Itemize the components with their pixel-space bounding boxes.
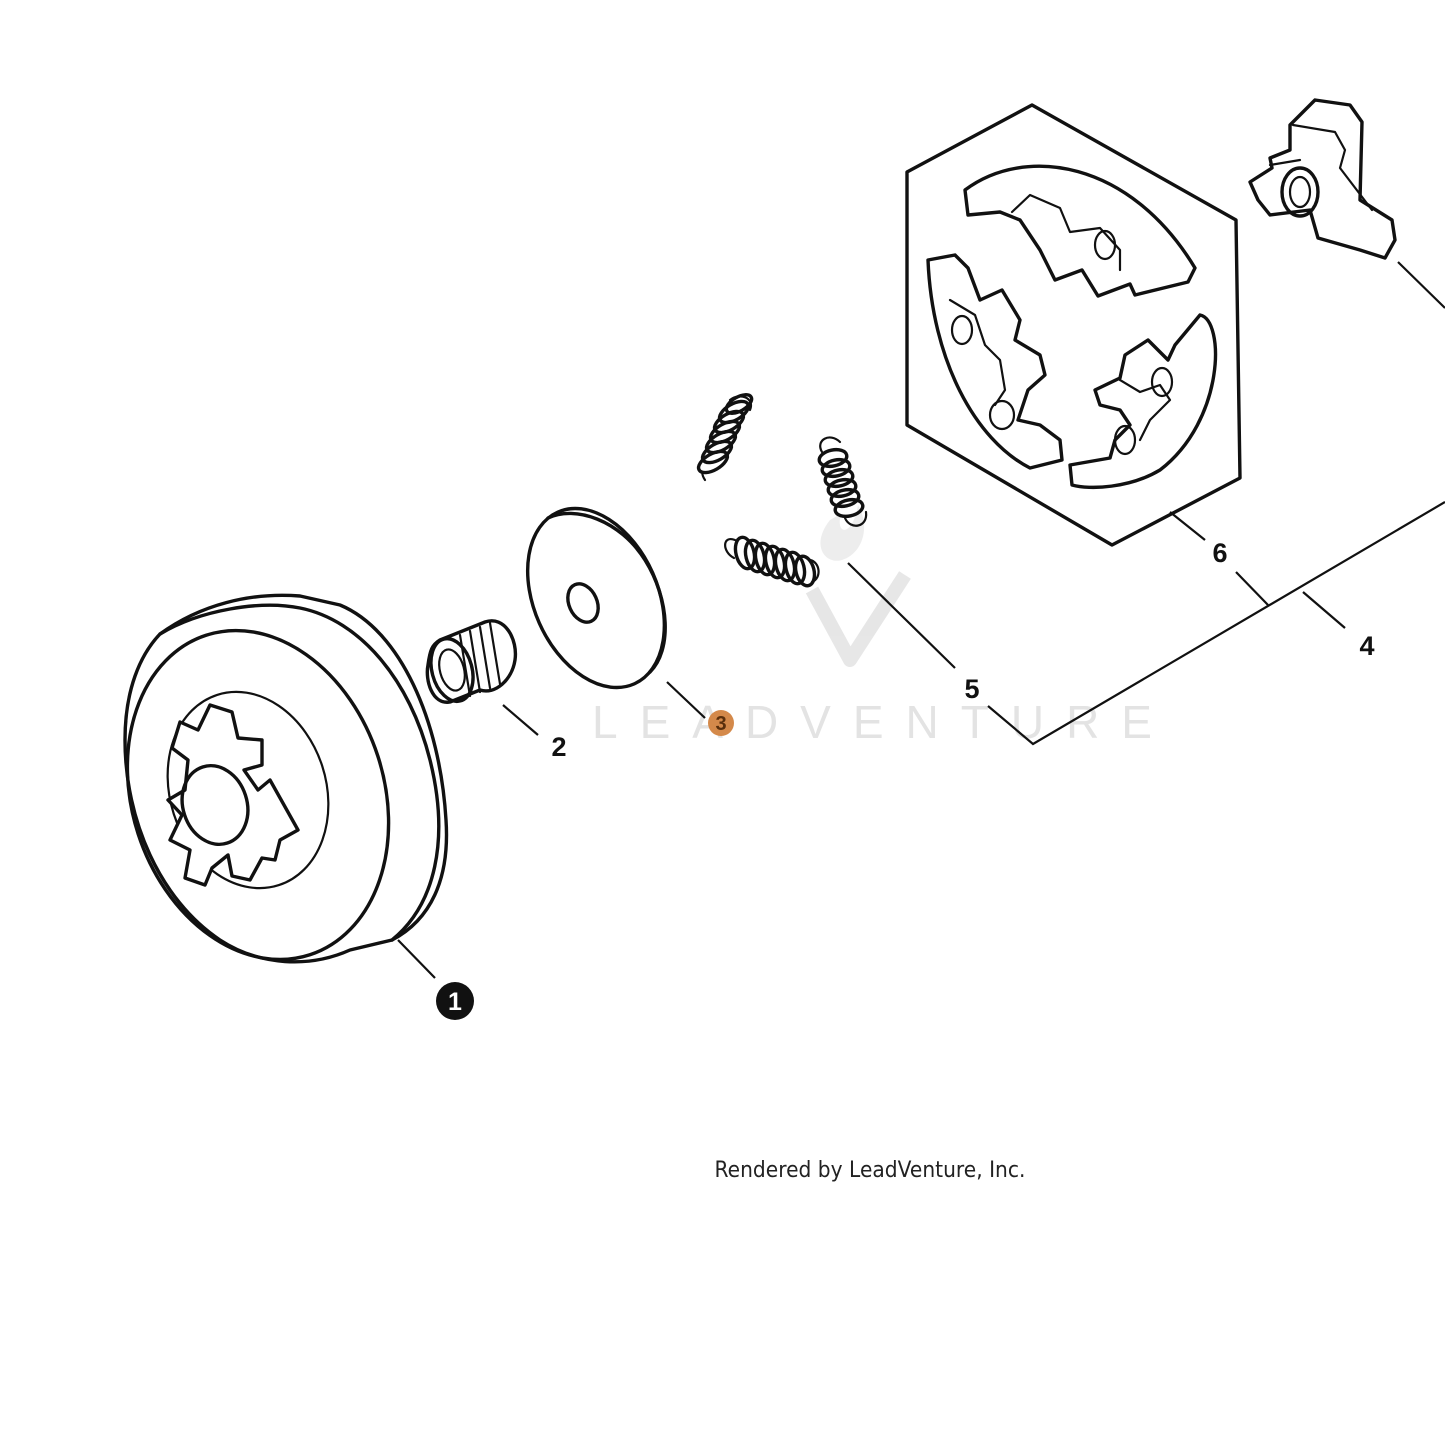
leader-lines (397, 261, 1445, 979)
clutch-hub-part[interactable] (1248, 98, 1397, 260)
clutch-drum-part[interactable] (86, 593, 449, 993)
needle-bearing-part[interactable] (424, 619, 518, 706)
watermark-text: LEADVENTURE (592, 696, 1174, 748)
callout-1[interactable]: 1 (436, 982, 474, 1020)
callout-4[interactable]: 4 (1359, 631, 1374, 661)
callout-1-number: 1 (448, 988, 462, 1016)
callout-6-number: 6 (1212, 538, 1227, 568)
washer-part[interactable] (501, 487, 691, 709)
callout-3[interactable]: 3 (708, 710, 734, 736)
callout-3-number: 3 (715, 713, 726, 735)
footer-credit: Rendered by LeadVenture, Inc. (715, 1156, 1026, 1182)
spring-upper-right[interactable] (817, 436, 868, 527)
callout-4-number: 4 (1359, 631, 1374, 661)
callout-2-number: 2 (551, 732, 566, 762)
callout-2[interactable]: 2 (551, 732, 566, 762)
watermark-logo-icon (805, 505, 911, 667)
callout-5[interactable]: 5 (964, 674, 979, 704)
spring-lower[interactable] (724, 535, 820, 588)
callout-6[interactable]: 6 (1212, 538, 1227, 568)
callout-5-number: 5 (964, 674, 979, 704)
spring-upper-left[interactable] (695, 391, 754, 482)
clutch-shoes-part[interactable] (905, 103, 1242, 547)
